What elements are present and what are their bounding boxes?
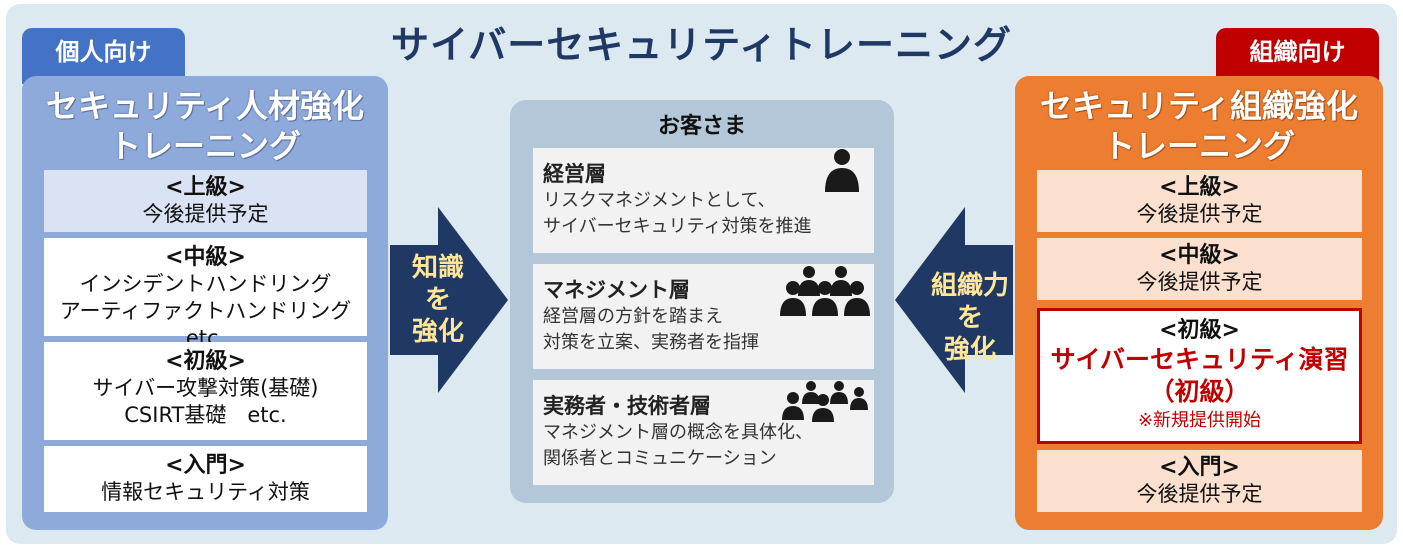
card-line: 関係者とコミュニケーション bbox=[543, 448, 777, 469]
level-label: <入門> bbox=[165, 453, 246, 478]
card-title: マネジメント層 bbox=[543, 278, 690, 302]
level-box-advanced: <上級> 今後提供予定 bbox=[1037, 170, 1362, 232]
level-text: 今後提供予定 bbox=[1136, 270, 1263, 294]
level-text: CSIRT基礎 etc. bbox=[124, 403, 287, 427]
arrow-label-line: を bbox=[424, 285, 451, 315]
level-box-intermediate: <中級> 今後提供予定 bbox=[1037, 238, 1362, 300]
tab-individual: 個人向け bbox=[22, 28, 185, 84]
organization-arrow-label: 組織力 を 強化 bbox=[924, 270, 1016, 366]
arrow-label-line: を bbox=[956, 303, 983, 333]
card-line: サイバーセキュリティ対策を推進 bbox=[543, 216, 812, 237]
highlight-course-level: （初級） bbox=[1149, 377, 1250, 406]
level-box-advanced: <上級> 今後提供予定 bbox=[44, 170, 367, 232]
card-description: 経営層の方針を踏まえ 対策を立案、実務者を指揮 bbox=[543, 304, 759, 356]
group-of-five-icon bbox=[782, 381, 868, 422]
individual-training-panel: セキュリティ人材強化 トレーニング <上級> 今後提供予定 <中級> インシデン… bbox=[22, 76, 388, 530]
level-text: サイバー攻撃対策(基礎) bbox=[92, 376, 319, 400]
level-box-introductory: <入門> 今後提供予定 bbox=[1037, 450, 1362, 512]
level-box-intermediate: <中級> インシデントハンドリング アーティファクトハンドリング etc. bbox=[44, 238, 367, 350]
arrow-label-line: 強化 bbox=[411, 317, 464, 347]
highlight-course-name: サイバーセキュリティ演習 bbox=[1050, 345, 1349, 374]
new-offering-note: ※新規提供開始 bbox=[1137, 410, 1262, 431]
organization-training-panel: セキュリティ組織強化 トレーニング <上級> 今後提供予定 <中級> 今後提供予… bbox=[1015, 76, 1383, 530]
level-text: インシデントハンドリング bbox=[79, 272, 332, 296]
page-title: サイバーセキュリティトレーニング bbox=[391, 23, 1012, 67]
level-label: <上級> bbox=[1159, 175, 1240, 200]
group-of-four-icon bbox=[780, 266, 870, 316]
level-label: <中級> bbox=[1159, 243, 1240, 268]
card-line: マネジメント層の概念を具体化、 bbox=[543, 422, 813, 443]
organization-training-heading: セキュリティ組織強化 トレーニング bbox=[1015, 86, 1383, 166]
level-text: 今後提供予定 bbox=[142, 202, 269, 226]
level-text: 情報セキュリティ対策 bbox=[101, 480, 310, 504]
level-label: <入門> bbox=[1159, 455, 1240, 480]
arrow-label-line: 組織力 bbox=[930, 271, 1009, 301]
level-label: <初級> bbox=[1159, 318, 1240, 343]
tab-organization: 組織向け bbox=[1216, 28, 1379, 84]
card-line: 経営層の方針を踏まえ bbox=[543, 306, 723, 327]
card-title: 実務者・技術者層 bbox=[543, 394, 711, 418]
heading-line: トレーニング bbox=[108, 127, 301, 165]
left-arrow-icon bbox=[895, 207, 1013, 393]
card-line: リスクマネジメントとして、 bbox=[543, 190, 776, 211]
card-title: 経営層 bbox=[543, 162, 606, 186]
arrow-label-line: 知識 bbox=[411, 253, 464, 283]
level-text: 今後提供予定 bbox=[1136, 482, 1263, 506]
heading-line: セキュリティ組織強化 bbox=[1039, 87, 1359, 125]
level-label: <上級> bbox=[165, 175, 246, 200]
heading-line: トレーニング bbox=[1102, 127, 1295, 165]
card-management: マネジメント層 経営層の方針を踏まえ 対策を立案、実務者を指揮 bbox=[533, 264, 874, 369]
customer-heading: お客さま bbox=[657, 114, 746, 139]
knowledge-arrow-label: 知識 を 強化 bbox=[398, 252, 478, 348]
card-practitioner: 実務者・技術者層 マネジメント層の概念を具体化、 関係者とコミュニケーション bbox=[533, 380, 874, 485]
individual-training-heading: セキュリティ人材強化 トレーニング bbox=[22, 86, 388, 166]
right-arrow-icon bbox=[390, 207, 508, 393]
card-description: マネジメント層の概念を具体化、 関係者とコミュニケーション bbox=[543, 420, 813, 472]
single-person-icon bbox=[825, 149, 859, 192]
card-executive: 経営層 リスクマネジメントとして、 サイバーセキュリティ対策を推進 bbox=[533, 148, 874, 253]
level-label: <初級> bbox=[165, 349, 246, 374]
heading-line: セキュリティ人材強化 bbox=[45, 87, 365, 125]
level-box-introductory: <入門> 情報セキュリティ対策 bbox=[44, 446, 367, 512]
customer-panel: お客さま 経営層 リスクマネジメントとして、 サイバーセキュリティ対策を推進 マ… bbox=[510, 100, 894, 503]
card-line: 対策を立案、実務者を指揮 bbox=[543, 332, 759, 353]
card-description: リスクマネジメントとして、 サイバーセキュリティ対策を推進 bbox=[543, 188, 812, 240]
level-text: 今後提供予定 bbox=[1136, 202, 1263, 226]
level-box-beginner: <初級> サイバー攻撃対策(基礎) CSIRT基礎 etc. bbox=[44, 342, 367, 440]
level-label: <中級> bbox=[165, 245, 246, 270]
arrow-label-line: 強化 bbox=[943, 335, 996, 365]
level-box-beginner-highlight: <初級> サイバーセキュリティ演習 （初級） ※新規提供開始 bbox=[1037, 308, 1362, 444]
